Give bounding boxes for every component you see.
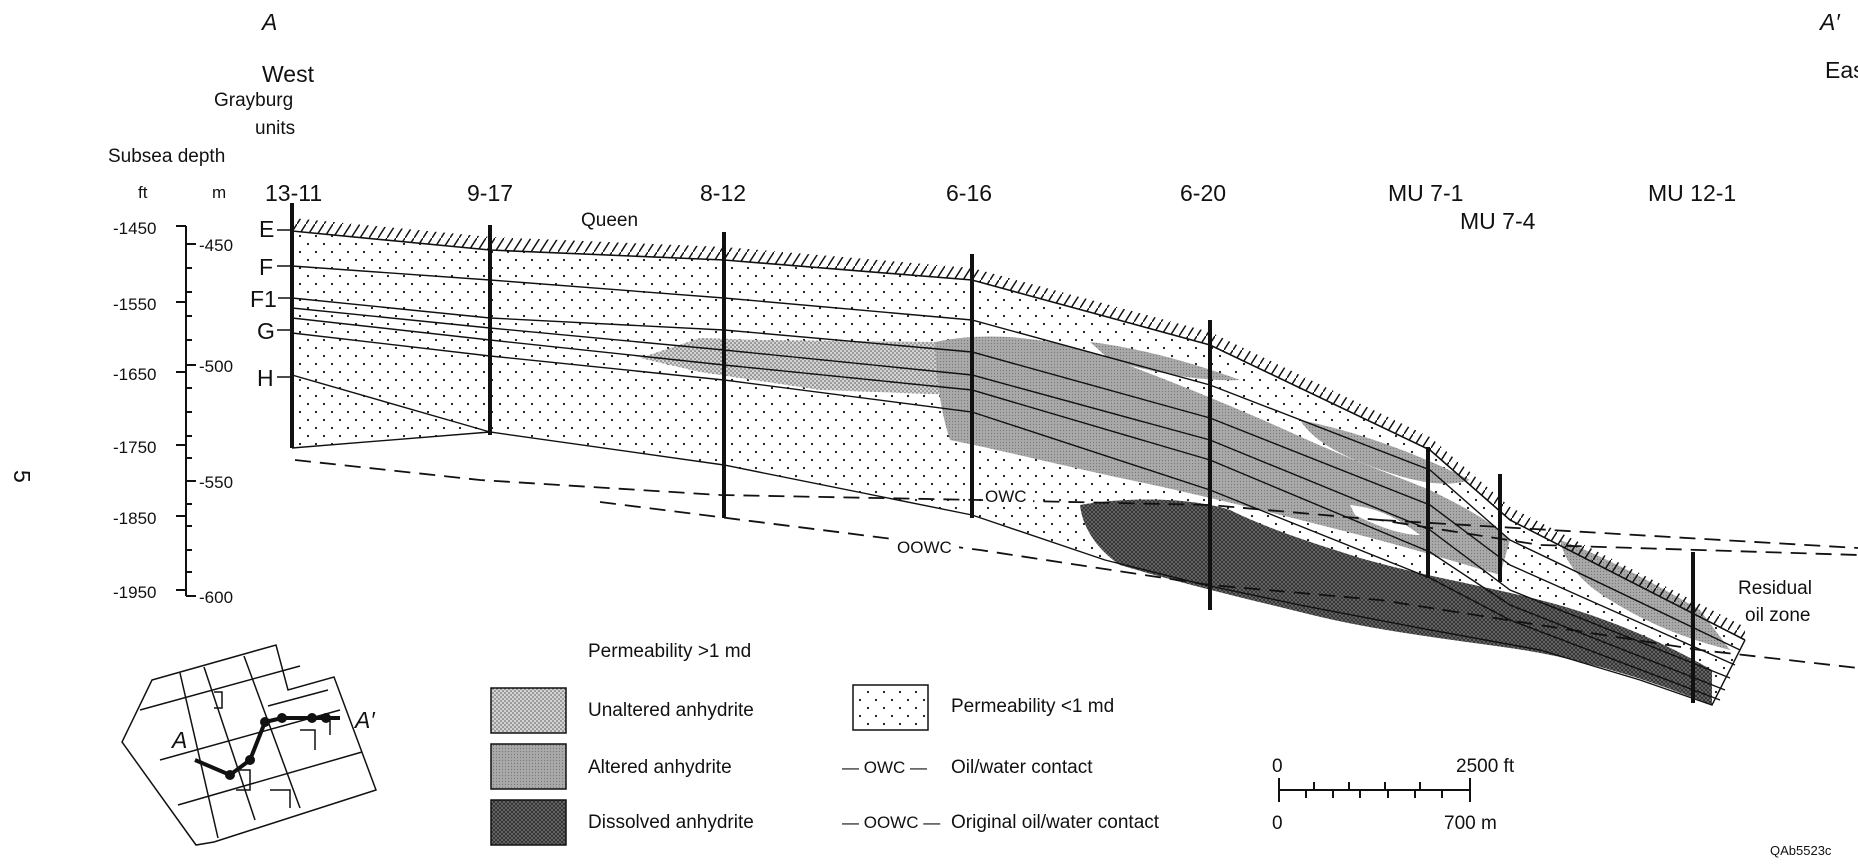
m-tick-450: -450 <box>199 236 233 255</box>
legend-oowc-symbol: — OOWC — <box>842 813 940 832</box>
legend-title: Permeability >1 md <box>588 641 751 662</box>
section-end-label: A′ <box>1818 9 1840 35</box>
well-label-6-20: 6-20 <box>1180 180 1226 206</box>
legend-swatch-altered <box>490 743 567 790</box>
m-tick-500: -500 <box>199 357 233 376</box>
section-trace-line <box>194 716 340 778</box>
section-bottom-outline <box>291 431 1746 706</box>
inset-label-a: A <box>170 727 187 753</box>
legend-owc-label: Oil/water contact <box>951 757 1093 778</box>
subsea-depth-label: Subsea depth <box>108 146 225 167</box>
m-tick-600: -600 <box>199 588 233 607</box>
grayburg-label: Grayburg <box>214 90 293 111</box>
oowc-dashed-line <box>599 501 1858 669</box>
queen-label: Queen <box>581 210 638 231</box>
legend-owc-symbol: — OWC — <box>842 758 927 777</box>
unit-label-g: G <box>257 318 275 344</box>
ft-tick-1650: -1650 <box>113 365 156 384</box>
scale-bottom-end: 700 m <box>1444 813 1497 834</box>
oowc-label: OOWC <box>897 538 952 557</box>
inset-label-a-prime: A′ <box>353 707 375 733</box>
well-label-6-16: 6-16 <box>946 180 992 206</box>
m-tick-550: -550 <box>199 473 233 492</box>
ft-tick-1750: -1750 <box>113 438 156 457</box>
well-label-mu-12-1: MU 12-1 <box>1648 180 1736 206</box>
grayburg-units-label: units <box>255 118 295 139</box>
owc-dashed-line-east <box>1379 519 1858 549</box>
scale-top-end: 2500 ft <box>1456 756 1515 777</box>
scale-bar: 0 2500 ft 0 700 m <box>1272 756 1515 834</box>
unit-label-e: E <box>259 216 274 242</box>
inset-map <box>121 644 377 846</box>
unit-label-f: F <box>259 254 273 280</box>
well-label-9-17: 9-17 <box>467 180 513 206</box>
unit-label-f1: F1 <box>250 286 277 312</box>
legend-oowc-label: Original oil/water contact <box>951 812 1160 833</box>
residual-oil-label-line1: Residual <box>1738 578 1812 599</box>
legend-dissolved-label: Dissolved anhydrite <box>588 812 754 833</box>
inset-map-outline <box>121 644 377 846</box>
section-start-label: A <box>260 9 277 35</box>
well-label-mu-7-1: MU 7-1 <box>1388 180 1463 206</box>
inset-well-points <box>225 713 331 780</box>
ft-tick-1950: -1950 <box>113 583 156 602</box>
well-label-8-12: 8-12 <box>700 180 746 206</box>
east-label: East <box>1825 57 1858 83</box>
residual-oil-label-line2: oil zone <box>1745 605 1811 626</box>
scale-bottom-zero: 0 <box>1272 813 1283 834</box>
oowc-label-bg <box>895 538 959 558</box>
scale-top-zero: 0 <box>1272 756 1283 777</box>
well-label-13-11: 13-11 <box>265 180 322 206</box>
owc-dashed-line <box>294 459 1858 556</box>
well-label-mu-7-4: MU 7-4 <box>1460 208 1536 234</box>
owc-label: OWC <box>985 487 1027 506</box>
depth-axis: -1450 -1550 -1650 -1750 -1850 -1950 -450… <box>113 219 233 607</box>
ft-tick-1850: -1850 <box>113 509 156 528</box>
legend-low-permeability-label: Permeability <1 md <box>951 696 1114 717</box>
unit-label-h: H <box>257 365 274 391</box>
west-label: West <box>262 61 315 87</box>
well-lines <box>290 203 1695 703</box>
ft-tick-1550: -1550 <box>113 295 156 314</box>
ft-tick-1450: -1450 <box>113 219 156 238</box>
unit-ft-label: ft <box>138 183 148 202</box>
unit-m-label: m <box>212 183 226 202</box>
owc-label-bg <box>983 486 1033 506</box>
legend-unaltered-label: Unaltered anhydrite <box>588 700 754 721</box>
legend-swatch-low-permeability <box>852 684 929 731</box>
legend-swatch-dissolved <box>490 799 567 846</box>
unit-label-ticks <box>277 229 290 378</box>
altered-anhydrite-lens-upper <box>1090 342 1240 381</box>
cross-section-body <box>290 203 1858 706</box>
figure-id: QAb5523c <box>1770 843 1832 858</box>
legend-altered-label: Altered anhydrite <box>588 757 732 778</box>
top-surface-line <box>291 230 1746 641</box>
page-number: 5 <box>9 470 35 483</box>
legend: Permeability >1 md Unaltered anhydrite A… <box>490 641 1160 846</box>
legend-swatch-unaltered <box>490 687 567 734</box>
